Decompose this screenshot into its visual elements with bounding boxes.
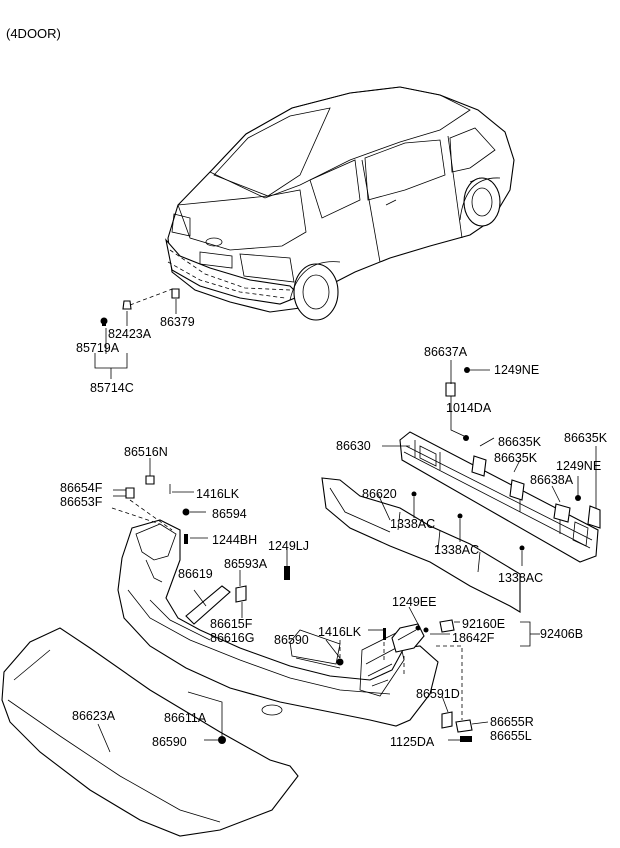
label-86638A: 86638A [530,473,574,487]
label-86594: 86594 [212,507,247,521]
label-1338AC-b: 1338AC [434,543,479,557]
label-86630: 86630 [336,439,371,453]
label-86655L: 86655L [490,729,532,743]
label-1338AC-c: 1338AC [498,571,543,585]
label-1416LK-right: 1416LK [318,625,362,639]
part-number-labels: 86379 82423A 85719A 85714C 86637A 1249NE… [60,315,608,749]
label-86379: 86379 [160,315,195,329]
label-1338AC-a: 1338AC [390,517,435,531]
label-1249EE: 1249EE [392,595,436,609]
label-18642F: 18642F [452,631,495,645]
label-85719A: 85719A [76,341,120,355]
bumper-under-trim [1,627,299,837]
label-86635K-b: 86635K [564,431,608,445]
label-86623A: 86623A [72,709,116,723]
label-1014DA: 1014DA [446,401,492,415]
label-86653F: 86653F [60,495,103,509]
label-86616G: 86616G [210,631,254,645]
back-beam-assembly [382,360,601,563]
label-86615F: 86615F [210,617,253,631]
label-86611A: 86611A [164,711,207,725]
label-1249NE-top: 1249NE [494,363,539,377]
label-86655R: 86655R [490,715,534,729]
label-1125DA: 1125DA [390,735,435,749]
label-1249NE-right: 1249NE [556,459,601,473]
side-brackets [441,695,489,742]
energy-absorber [321,477,525,613]
label-92160E: 92160E [462,617,505,631]
car-illustration [165,86,515,321]
license-plate-fasteners [94,287,180,379]
label-86619: 86619 [178,567,213,581]
label-86620: 86620 [362,487,397,501]
label-1244BH: 1244BH [212,533,257,547]
bumper-cover [111,458,439,727]
label-86591D: 86591D [416,687,460,701]
label-82423A: 82423A [108,327,152,341]
label-86637A: 86637A [424,345,468,359]
label-86590-center: 86590 [274,633,309,647]
label-86593A: 86593A [224,557,268,571]
label-92406B: 92406B [540,627,583,641]
label-86516N: 86516N [124,445,168,459]
reflex-lamp-assembly [391,606,540,720]
label-1416LK-left: 1416LK [196,487,240,501]
label-86590-bottom: 86590 [152,735,187,749]
cover-lower-fasteners [187,691,226,744]
label-86654F: 86654F [60,481,103,495]
label-86635K-a: 86635K [498,435,542,449]
variant-label: (4DOOR) [6,26,61,41]
label-86635K-c: 86635K [494,451,538,465]
label-1249LJ: 1249LJ [268,539,309,553]
label-85714C: 85714C [90,381,134,395]
